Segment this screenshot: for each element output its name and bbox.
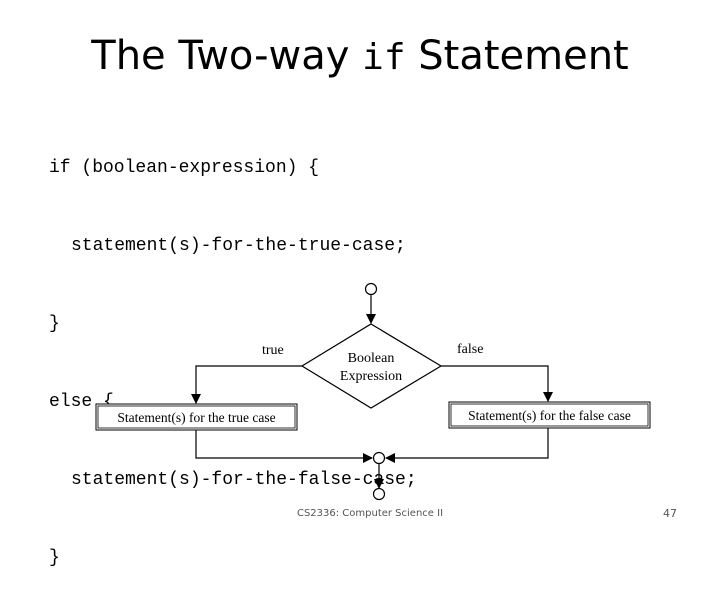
- decision-label-line2: Expression: [340, 369, 402, 384]
- merge-node: [372, 451, 386, 465]
- code-line-1: if (boolean-expression) {: [49, 158, 320, 178]
- slide-title: The Two-way if Statement: [0, 30, 720, 84]
- decision-diamond: [300, 323, 443, 409]
- code-line-5: statement(s)-for-the-false-case;: [71, 470, 417, 490]
- title-suffix: Statement: [405, 33, 629, 79]
- flowchart-diagram: Boolean Expression true false Statement(…: [95, 282, 651, 501]
- true-case-box: [95, 403, 298, 431]
- page-number: 47: [663, 507, 677, 520]
- code-line-4: else {: [49, 392, 114, 412]
- slide-footer: CS2336: Computer Science II: [296, 508, 444, 519]
- title-prefix: The Two-way: [91, 33, 363, 79]
- code-line-2: statement(s)-for-the-true-case;: [71, 236, 406, 256]
- true-case-box-inner: [97, 405, 296, 429]
- start-node: [364, 282, 378, 296]
- title-code: if: [362, 37, 406, 78]
- false-merge-arrow: [385, 428, 549, 463]
- code-line-6: }: [49, 548, 60, 568]
- false-branch-arrow: [441, 365, 553, 402]
- decision-label-line1: Boolean: [348, 351, 395, 366]
- code-line-3: }: [49, 314, 60, 334]
- true-merge-arrow: [195, 430, 373, 463]
- true-label: true: [262, 343, 284, 358]
- code-block: if (boolean-expression) { statement(s)-f…: [49, 103, 417, 597]
- end-node: [372, 487, 386, 501]
- false-case-box: [448, 401, 651, 429]
- false-label: false: [457, 342, 483, 357]
- true-case-label: Statement(s) for the true case: [117, 410, 275, 425]
- false-case-box-inner: [450, 403, 649, 427]
- true-branch-arrow: [191, 365, 302, 404]
- false-case-label: Statement(s) for the false case: [468, 408, 631, 423]
